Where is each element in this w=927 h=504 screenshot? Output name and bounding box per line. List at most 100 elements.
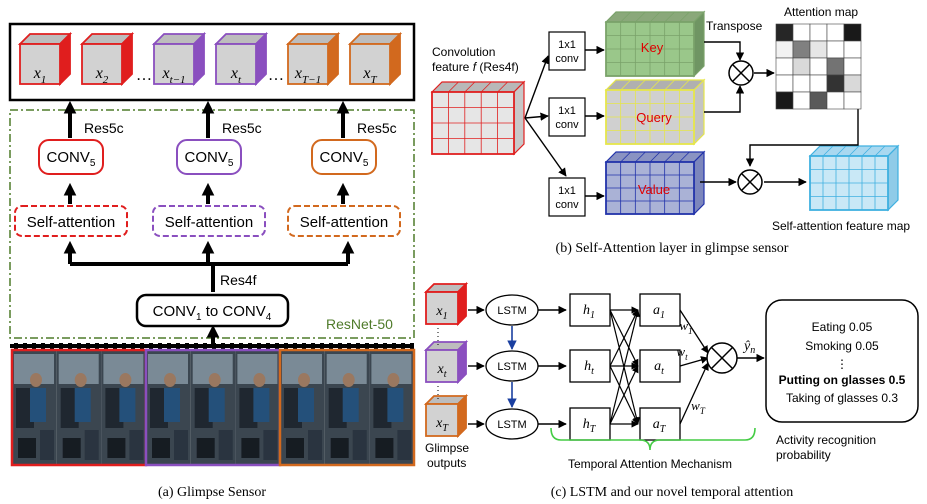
film-sprocket [239, 343, 243, 349]
video-frame [56, 350, 102, 465]
activity-item-1: Eating 0.05 [812, 320, 873, 334]
video-frame [101, 350, 147, 465]
glimpse-cube-3 [423, 393, 469, 439]
film-sprocket [68, 343, 72, 349]
film-sprocket [149, 343, 153, 349]
temporal-attention-bracket [550, 427, 756, 451]
film-sprocket [41, 343, 45, 349]
value-label: Value [638, 182, 670, 197]
film-sprocket [320, 343, 324, 349]
film-sprocket [365, 343, 369, 349]
conv-1x1-line1: 1x1 [558, 105, 576, 117]
attention-cell [826, 91, 845, 110]
attention-cell [809, 74, 828, 93]
film-sprocket [311, 343, 315, 349]
attention-cell [775, 23, 794, 42]
activity-item-3: ⋮ [836, 357, 848, 371]
conv5-box-3 [311, 139, 377, 175]
film-sprocket [176, 343, 180, 349]
self-attention-label-2: Self-attention [165, 214, 253, 231]
a-to-sum-edge-2 [679, 356, 709, 367]
film-sprocket [86, 343, 90, 349]
attention-cell [826, 40, 845, 59]
lstm-label-1: LSTM [497, 305, 526, 317]
panel-b-self-attention: Convolution feature f (Res4f) KeyQueryVa… [430, 5, 910, 256]
caption-b: (b) Self-Attention layer in glimpse sens… [556, 241, 789, 256]
glimpse-label-3: xT [435, 416, 449, 434]
resnet-label: ResNet-50 [326, 316, 393, 332]
film-sprocket [158, 343, 162, 349]
film-sprocket [185, 343, 189, 349]
video-clip-3 [278, 348, 416, 467]
res4f-label: Res4f [220, 272, 257, 288]
frames-box [8, 22, 416, 102]
video-frame [324, 350, 370, 465]
video-frame [280, 350, 325, 465]
video-frame [235, 350, 281, 465]
attention-cell [775, 91, 794, 110]
self-attention-box-2 [152, 205, 266, 237]
video-clip-1 [10, 348, 148, 467]
res5c-label-3: Res5c [357, 120, 397, 136]
attention-cell [809, 57, 828, 76]
film-sprocket [212, 343, 216, 349]
film-sprocket [257, 343, 261, 349]
temporal-attention-label: Temporal Attention Mechanism [568, 457, 732, 471]
frame-label-4: xt [230, 65, 242, 86]
frames-ellipsis-1: … [136, 67, 152, 84]
activity-probabilities-box [765, 299, 919, 423]
caption-c: (c) LSTM and our novel temporal attentio… [551, 485, 794, 500]
film-sprocket [32, 343, 36, 349]
a-to-sum-edge-3 [679, 362, 709, 425]
film-sprocket [77, 343, 81, 349]
film-sprocket [140, 343, 144, 349]
conv5-label-1: CONV5 [47, 149, 96, 169]
query-block [604, 78, 706, 146]
res5c-label-2: Res5c [222, 120, 262, 136]
attention-cell [843, 57, 862, 76]
conv-1x1-line2: conv [555, 53, 579, 65]
attention-cell [809, 91, 828, 110]
film-sprocket [293, 343, 297, 349]
res5c-label-1: Res5c [84, 120, 124, 136]
a-to-sum-edge-1 [679, 309, 709, 354]
video-clip-border-3 [278, 348, 416, 467]
a-label-3: aT [653, 417, 667, 435]
prob-label-2: probability [776, 448, 831, 462]
conv-feature-label-2: feature f (Res4f) [432, 60, 519, 74]
frame-cube-2 [79, 31, 135, 87]
video-frame [12, 350, 57, 465]
a-node-2 [639, 349, 681, 383]
glimpse-cube-1 [423, 281, 469, 327]
film-sprocket [374, 343, 378, 349]
frame-cube-6 [347, 31, 403, 87]
film-sprocket [275, 343, 279, 349]
video-frame [190, 350, 236, 465]
film-sprocket [221, 343, 225, 349]
panel-b-connectors [524, 41, 859, 201]
conv-1x1-line2: conv [555, 119, 579, 131]
glimpse-label-2: xt [437, 362, 447, 380]
film-sprocket [356, 343, 360, 349]
conv-1x1-line1: 1x1 [558, 185, 576, 197]
caption-a: (a) Glimpse Sensor [158, 485, 266, 500]
key-label: Key [641, 40, 664, 55]
attention-cell [809, 23, 828, 42]
w-label-1: w1 [679, 318, 692, 336]
film-sprocket [383, 343, 387, 349]
attention-cell [792, 40, 811, 59]
attention-cell [792, 57, 811, 76]
film-sprocket [203, 343, 207, 349]
frame-label-5: xT−1 [294, 65, 321, 86]
attention-map-label: Attention map [784, 5, 858, 19]
video-clip-2 [144, 348, 282, 467]
film-sprocket [131, 343, 135, 349]
output-feature-block [808, 144, 900, 212]
attention-cell [792, 91, 811, 110]
attention-cell [775, 74, 794, 93]
branch-columns: Self-attentionCONV5Res5cSelf-attentionCO… [14, 100, 401, 237]
